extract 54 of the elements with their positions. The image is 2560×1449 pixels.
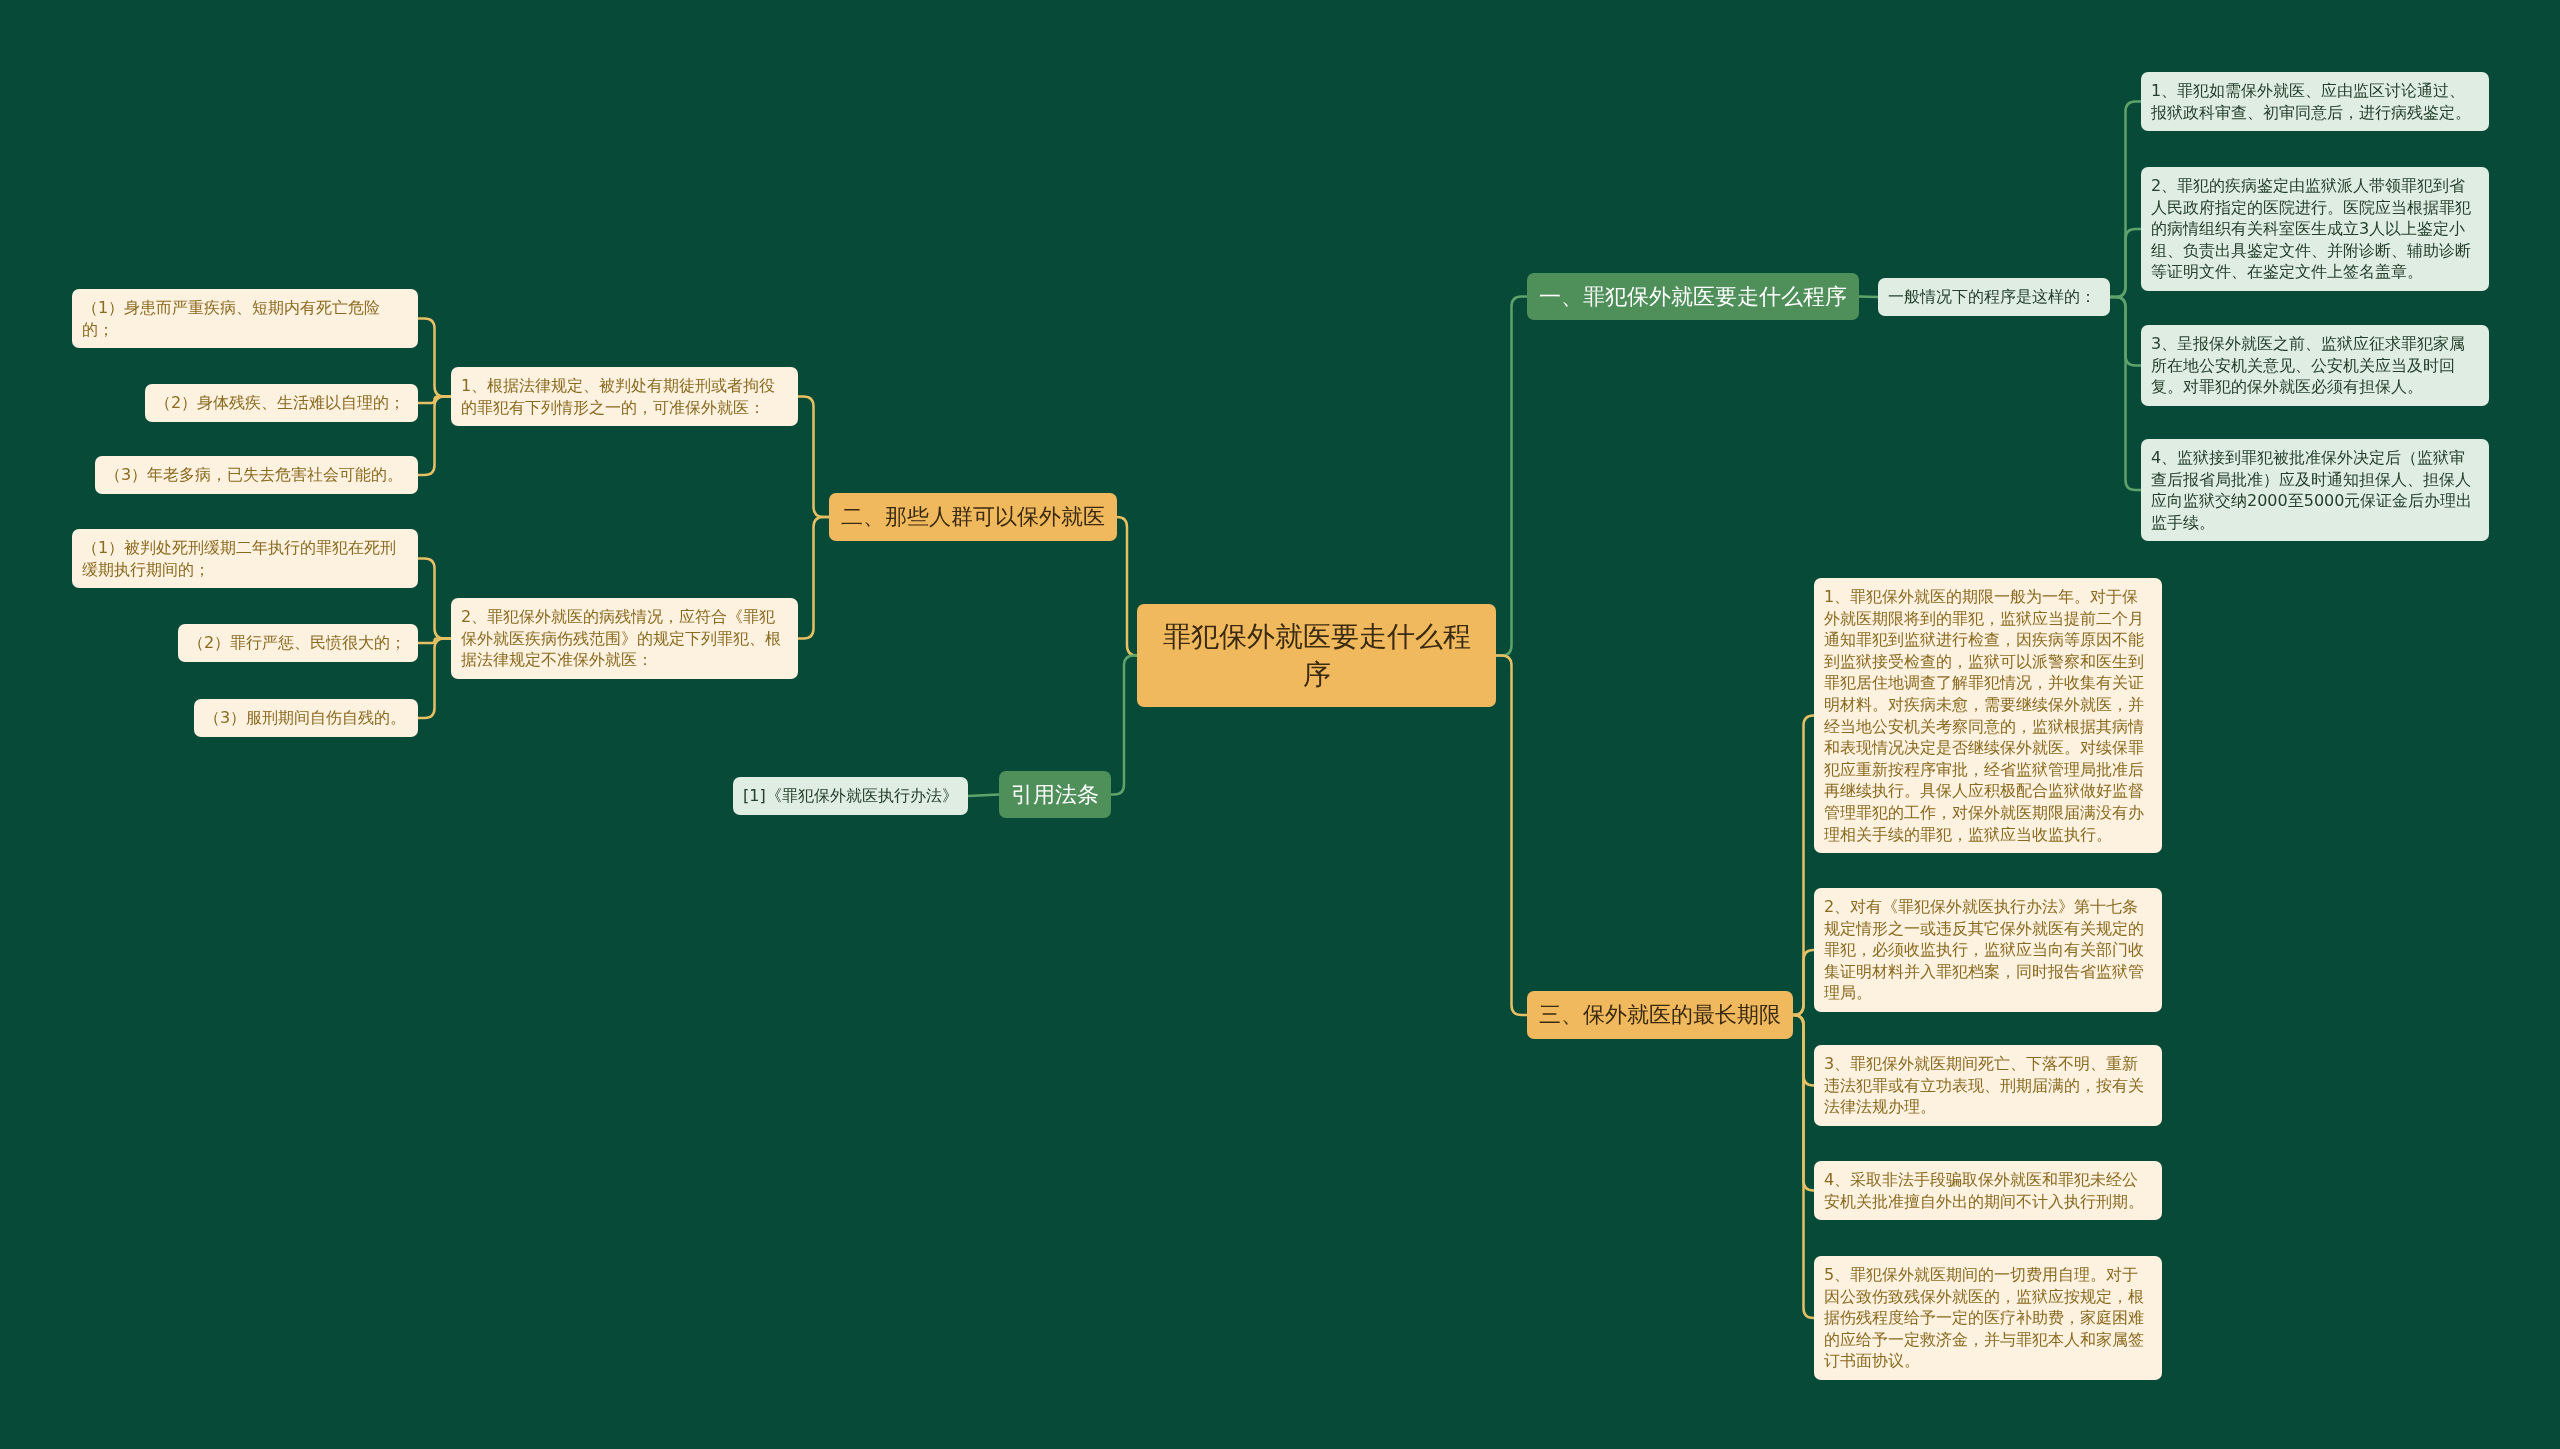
topic-text: 1、罪犯如需保外就医、应由监区讨论通过、报狱政科审查、初审同意后，进行病残鉴定。 xyxy=(2151,80,2472,124)
subtopic-box xyxy=(733,777,968,815)
subtopic-box xyxy=(72,289,418,349)
topic-text: 2、罪犯保外就医的病残情况，应符合《罪犯保外就医疾病伤残范围》的规定下列罪犯、根据法律规定不准保外就医： xyxy=(461,606,782,671)
topic-text: 一般情况下的程序是这样的： xyxy=(1888,286,2097,308)
connector-line xyxy=(1792,1013,1815,1320)
subtopic-box xyxy=(451,598,798,679)
subtopic-box xyxy=(145,384,418,422)
subtopic-box xyxy=(1814,1256,2162,1380)
subtopic-box xyxy=(72,529,418,589)
topic-text: （3）年老多病，已失去危害社会可能的。 xyxy=(105,464,405,486)
subtopic-box xyxy=(1814,1045,2162,1126)
subtopic-box xyxy=(1814,888,2162,1012)
topic-text: 2、罪犯的疾病鉴定由监狱派人带领罪犯到省人民政府指定的医院进行。医院应当根据罪犯的病情组织有关科室医生成立3人以上鉴定小组、负责出具鉴定文件、并附诊断、辅助诊断等证明文件、在鉴定文件上签名盖章。 xyxy=(2151,175,2472,283)
branch-topic-box xyxy=(829,493,1117,541)
topic-text: 罪犯保外就医要走什么程序 xyxy=(1161,618,1472,693)
topic-text: 1、罪犯保外就医的期限一般为一年。对于保外就医期限将到的罪犯，监狱应当提前二个月通知罪犯到监狱进行检查，因疾病等原因不能到监狱接受检查的，监狱可以派警察和医生到罪犯居住地调查了解罪犯情况，并收集有关证明材料。对疾病未愈，需要继续保外就医，并经当地公安机关考察同意的，监狱根据其病情和表现情况决定是否继续保外就医。对续保罪犯应重新按程序审批，经省监狱管理局批准后再继续执行。具保人应积极配合监狱做好监督管理罪犯的工作，对保外就医期限届满没有办理相关手续的罪犯，监狱应当收监执行。 xyxy=(1824,586,2145,846)
branch-topic-box xyxy=(1527,273,1859,320)
topic-text: 3、呈报保外就医之前、监狱应征求罪犯家属所在地公安机关意见、公安机关应当及时回复。对罪犯的保外就医必须有担保人。 xyxy=(2151,333,2467,398)
connector-line xyxy=(418,395,451,477)
subtopic-box xyxy=(1814,1161,2162,1221)
connector-line xyxy=(1111,654,1137,796)
connector-line xyxy=(1792,948,1815,1017)
branch-topic-box xyxy=(1527,991,1793,1039)
topic-text: 5、罪犯保外就医期间的一切费用自理。对于因公致伤致残保外就医的，监狱应按规定，根据伤残程度给予一定的医疗补助费，家庭困难的应给予一定救济金，并与罪犯本人和家属签订书面协议。 xyxy=(1824,1264,2145,1372)
subtopic-box xyxy=(194,699,418,737)
topic-text: 1、根据法律规定、被判处有期徒刑或者拘役的罪犯有下列情形之一的，可准保外就医： xyxy=(461,375,777,419)
connector-line xyxy=(1858,295,1879,299)
topic-text: 引用法条 xyxy=(1011,780,1099,809)
topic-text: 4、监狱接到罪犯被批准保外决定后（监狱审查后报省局批准）应及时通知担保人、担保人应向监狱交纳2000至5000元保证金后办理出监手续。 xyxy=(2151,447,2474,534)
topic-text: [1]《罪犯保外就医执行办法》 xyxy=(743,785,958,807)
topic-text: 2、对有《罪犯保外就医执行办法》第十七条规定情形之一或违反其它保外就医有关规定的罪犯，必须收监执行，监狱应当向有关部门收集证明材料并入罪犯档案，同时报告省监狱管理局。 xyxy=(1824,896,2145,1004)
subtopic-box xyxy=(178,624,418,662)
topic-text: 4、采取非法手段骗取保外就医和罪犯未经公安机关批准擅自外出的期间不计入执行刑期。 xyxy=(1824,1169,2145,1213)
central-topic-box xyxy=(1137,604,1496,707)
topic-text: 二、那些人群可以保外就医 xyxy=(841,503,1105,531)
connector-line xyxy=(967,793,1000,798)
topic-text: （1）被判处死刑缓期二年执行的罪犯在死刑缓期执行期间的； xyxy=(82,537,398,581)
topic-text: 三、保外就医的最长期限 xyxy=(1539,1001,1781,1029)
subtopic-box xyxy=(1878,278,2110,316)
topic-text: 3、罪犯保外就医期间死亡、下落不明、重新违法犯罪或有立功表现、刑期届满的，按有关法律法规办理。 xyxy=(1824,1053,2145,1118)
topic-text: 一、罪犯保外就医要走什么程序 xyxy=(1539,282,1847,311)
subtopic-box xyxy=(2141,167,2489,291)
subtopic-box xyxy=(2141,325,2489,406)
subtopic-box xyxy=(451,367,798,427)
topic-text: （1）身患而严重疾病、短期内有死亡危险的； xyxy=(82,297,382,341)
subtopic-box xyxy=(2141,439,2489,542)
connector-line xyxy=(418,637,451,720)
topic-text: （3）服刑期间自伤自残的。 xyxy=(204,707,408,729)
topic-text: （2）身体残疾、生活难以自理的； xyxy=(155,392,407,414)
subtopic-box xyxy=(2141,72,2489,132)
subtopic-box xyxy=(95,456,418,494)
branch-topic-box xyxy=(999,771,1111,818)
topic-text: （2）罪行严惩、民愤很大的； xyxy=(188,632,408,654)
